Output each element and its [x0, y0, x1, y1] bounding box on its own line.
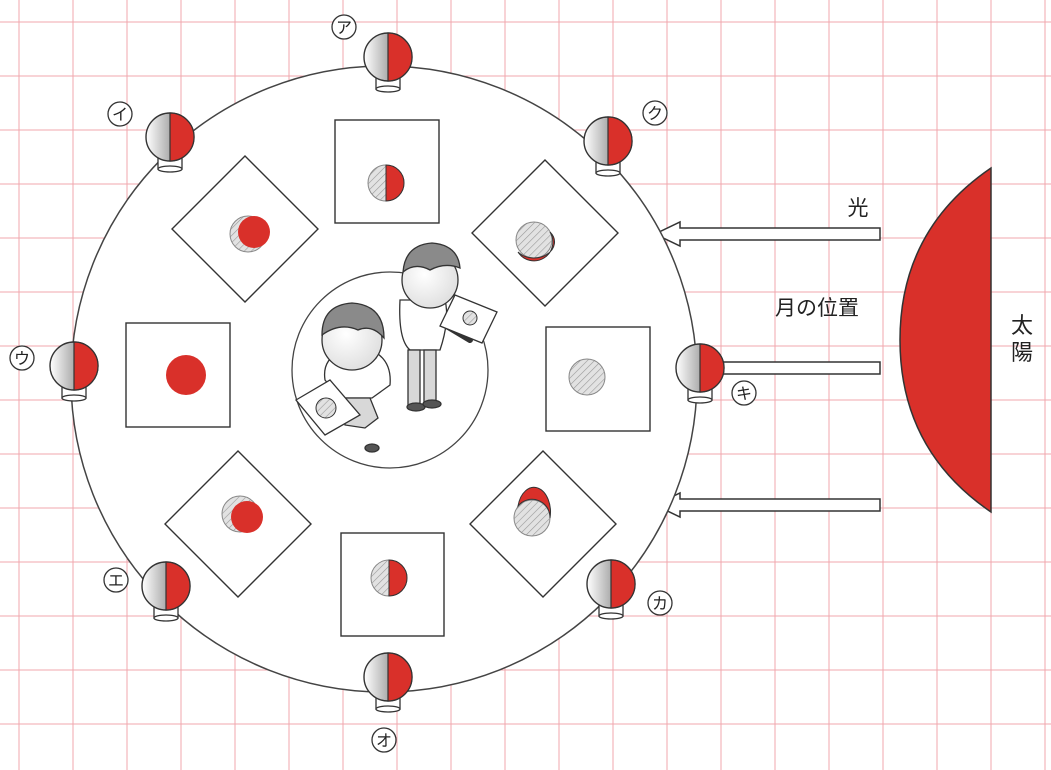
light-arrow-bottom: [653, 491, 881, 519]
light-arrow-top: [653, 220, 881, 248]
moon-label-e: エ: [108, 571, 124, 590]
moon-a: ア: [331, 14, 413, 93]
moon-e: エ: [103, 561, 191, 622]
moon-label-a: ア: [336, 18, 352, 37]
moon-ka: カ: [586, 559, 673, 620]
moon-ki: キ: [675, 343, 757, 406]
moon-label-ring-e: [103, 567, 129, 593]
moon-label-ring-a: [331, 14, 357, 40]
sun-label-2: 陽: [1011, 341, 1033, 366]
children-observers: [295, 242, 498, 453]
moon-o: オ: [363, 652, 413, 753]
moon-label-ka: カ: [652, 594, 668, 613]
moon-i: イ: [107, 101, 195, 173]
phase-card-ka: [469, 450, 617, 598]
girl-figure: [295, 302, 391, 453]
sun-shape: [899, 166, 992, 514]
moon-position-label: 月の位置: [775, 296, 859, 320]
moon-label-i: イ: [112, 105, 128, 124]
moon-label-u: ウ: [14, 349, 30, 368]
moon-label-ring-ki: [731, 380, 757, 406]
moon-ku: ク: [583, 100, 668, 177]
phase-card-ki: [545, 326, 651, 432]
phase-card-o: [340, 532, 445, 637]
phase-card-i: [171, 155, 319, 303]
boy-figure: [399, 242, 498, 412]
phase-card-ku: [471, 159, 619, 307]
phase-card-u: [125, 322, 231, 428]
light-label: 光: [848, 196, 869, 220]
phase-card-e: [164, 450, 312, 598]
sun-label-1: 太: [1011, 314, 1033, 339]
moon-label-ku: ク: [647, 104, 663, 123]
moon-label-ring-ku: [642, 100, 668, 126]
moon-label-ring-ka: [647, 590, 673, 616]
moon-label-ring-i: [107, 101, 133, 127]
phase-card-a: [334, 119, 440, 224]
moon-label-ring-o: [371, 727, 397, 753]
moon-label-o: オ: [376, 731, 392, 750]
moon-label-ring-u: [9, 345, 35, 371]
moon-u: ウ: [9, 341, 99, 402]
moon-label-ki: キ: [736, 384, 752, 403]
